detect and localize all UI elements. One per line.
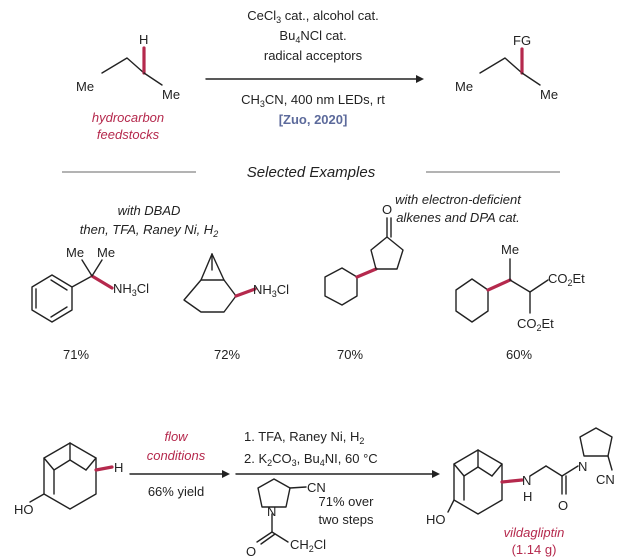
section-title: Selected Examples (247, 164, 376, 181)
chloroacetyl-reagent: CN N O CH2Cl (246, 478, 326, 558)
ex3-yield: 70% (337, 347, 363, 362)
example-2-structure: NH3Cl (183, 253, 289, 313)
adamantanol-ho: HO (14, 502, 34, 517)
reagent-ch2cl: CH2Cl (290, 537, 326, 554)
adamantanol-h: H (114, 460, 123, 475)
example-4-structure: Me CO2Et CO2Et (455, 242, 585, 333)
ex1-me2: Me (97, 245, 115, 260)
overall-yield-line2: two steps (319, 512, 374, 527)
substrate-me-right: Me (162, 87, 180, 102)
ex3-oxygen: O (382, 202, 392, 217)
reagent-n: N (267, 504, 276, 519)
substrate-me-left: Me (76, 79, 94, 94)
reaction-arrow-2 (129, 470, 230, 478)
product-fg-label: FG (513, 33, 531, 48)
product-me-right: Me (540, 87, 558, 102)
reaction-arrow-3 (235, 470, 440, 478)
reagent-line-3: radical acceptors (264, 48, 363, 63)
product-functionalized: FG Me Me (455, 33, 558, 102)
step-2: 2. K2CO3, Bu4NI, 60 °C (244, 451, 378, 468)
reaction-arrow-1 (205, 75, 424, 83)
adamantanol: HO H (14, 442, 123, 517)
reagent-line-2: Bu4NCl cat. (279, 28, 346, 45)
vilda-cn: CN (596, 472, 615, 487)
flow-yield: 66% yield (148, 484, 204, 499)
ex1-me1: Me (66, 245, 84, 260)
substrate-butane: H Me Me (76, 32, 180, 102)
ex2-yield: 72% (214, 347, 240, 362)
overall-yield-line1: 71% over (319, 494, 375, 509)
group1-condition-line1: with DBAD (118, 203, 181, 218)
vilda-amine-n: N (522, 473, 531, 488)
example-3-structure: O (324, 202, 404, 306)
ex4-ester1: CO2Et (548, 271, 585, 288)
reagents-above-arrow: CeCl3 cat., alcohol cat. Bu4NCl cat. rad… (247, 8, 378, 63)
group2-condition-line2: alkenes and DPA cat. (396, 210, 520, 225)
vilda-ho: HO (426, 512, 446, 527)
example-1-structure: Me Me NH3Cl (31, 245, 149, 323)
vildagliptin-structure: HO N H N O CN (426, 427, 615, 527)
substrate-h-label: H (139, 32, 148, 47)
flow-label-line1: flow (164, 429, 189, 444)
step-1: 1. TFA, Raney Ni, H2 (244, 429, 364, 446)
ex4-me: Me (501, 242, 519, 257)
vilda-ring-n: N (578, 459, 587, 474)
conditions-below-arrow: CH3CN, 400 nm LEDs, rt (241, 92, 385, 109)
feedstock-label-line2: feedstocks (97, 127, 160, 142)
vilda-amine-h: H (523, 489, 532, 504)
ex2-amine: NH3Cl (253, 282, 289, 299)
flow-label-line2: conditions (147, 448, 206, 463)
citation: [Zuo, 2020] (279, 112, 348, 127)
ex1-yield: 71% (63, 347, 89, 362)
ex4-ester2: CO2Et (517, 316, 554, 333)
reagent-line-1: CeCl3 cat., alcohol cat. (247, 8, 378, 25)
product-name: vildagliptin (504, 525, 565, 540)
group2-condition-line1: with electron-deficient (395, 192, 522, 207)
product-me-left: Me (455, 79, 473, 94)
group1-condition-line2: then, TFA, Raney Ni, H2 (80, 222, 218, 239)
ex4-yield: 60% (506, 347, 532, 362)
vilda-o: O (558, 498, 568, 513)
reagent-o: O (246, 544, 256, 558)
ex1-amine: NH3Cl (113, 281, 149, 298)
product-amount: (1.14 g) (512, 542, 557, 557)
feedstock-label-line1: hydrocarbon (92, 110, 164, 125)
reagent-cn: CN (307, 480, 326, 495)
